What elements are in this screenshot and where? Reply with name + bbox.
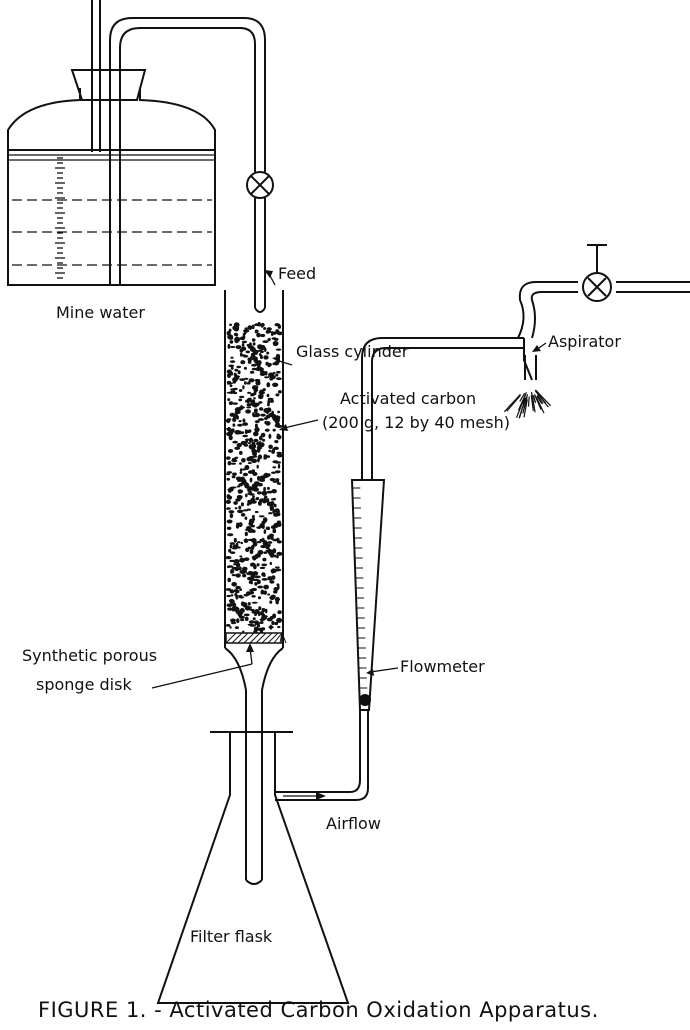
- activated-carbon-fill: [225, 322, 283, 634]
- flowmeter: [350, 337, 524, 728]
- filter-flask: [156, 731, 356, 1004]
- glass-cylinder: [224, 290, 287, 885]
- figure-caption: FIGURE 1. - Activated Carbon Oxidation A…: [38, 998, 599, 1022]
- label-filter-flask: Filter flask: [190, 927, 273, 946]
- aspirator: [503, 281, 690, 419]
- label-activated-carbon: Activated carbon: [340, 389, 476, 408]
- label-synthetic-line1: Synthetic porous: [22, 646, 157, 665]
- feed-tube: [109, 17, 266, 313]
- label-carbon-spec: (200 g, 12 by 40 mesh): [322, 413, 510, 432]
- feed-valve-icon: [246, 171, 274, 199]
- mine-water-bottle: [7, 0, 216, 286]
- label-flowmeter: Flowmeter: [400, 657, 485, 676]
- label-airflow: Airflow: [326, 814, 381, 833]
- aspirator-valve-icon: [582, 244, 612, 302]
- air-tube: [349, 725, 369, 801]
- label-glass-cylinder: Glass cylinder: [296, 342, 409, 361]
- label-synthetic-line2: sponge disk: [36, 675, 132, 694]
- porous-disk: [225, 632, 287, 644]
- label-mine-water: Mine water: [56, 303, 145, 322]
- label-aspirator: Aspirator: [548, 332, 621, 351]
- leader-lines: [151, 270, 547, 689]
- label-feed: Feed: [278, 264, 316, 283]
